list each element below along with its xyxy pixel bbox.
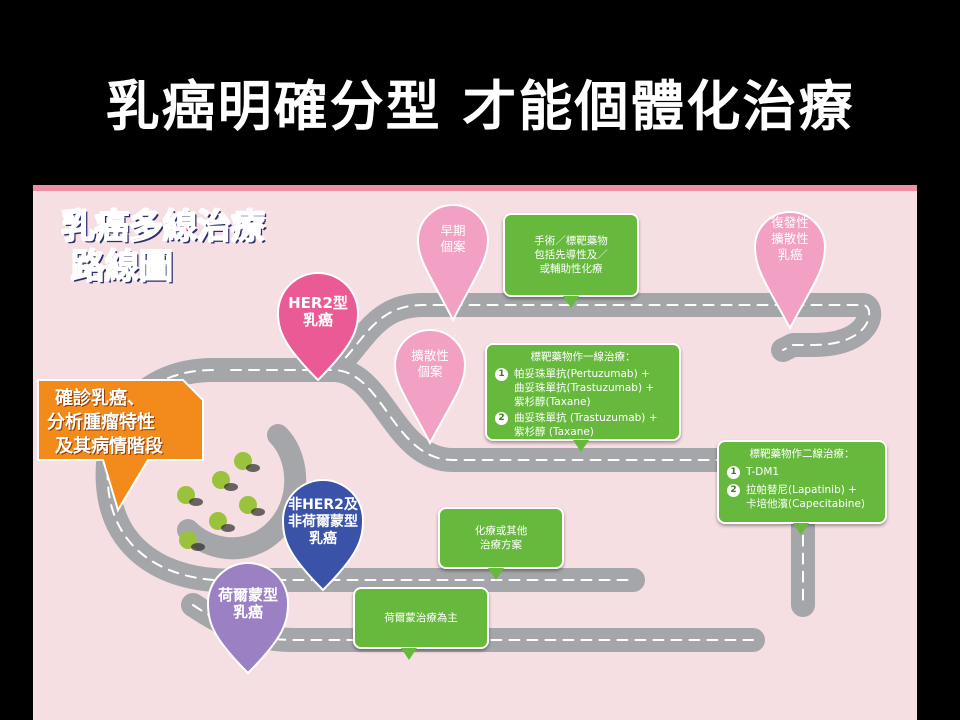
recurrent-pin [753, 211, 827, 331]
first-line-box: 標靶藥物作一線治療： 1 帕妥珠單抗(Pertuzumab) +曲妥珠單抗(Tr… [485, 343, 681, 441]
first-line-box-pointer [573, 440, 589, 452]
surgery-box-pointer [563, 296, 579, 308]
first-line-item-2: 2 曲妥珠單抗 (Trastuzumab) +紫杉醇 (Taxane) [495, 411, 671, 439]
chemo-box-pointer [488, 568, 504, 580]
tree-cluster [177, 452, 265, 551]
diagnosis-line1: 確診乳癌、 [55, 388, 145, 409]
hormone-therapy-box-pointer [401, 648, 417, 660]
road-inner-curve [177, 424, 307, 560]
recurrent-pin-label: 復發性擴散性乳癌 [771, 215, 809, 262]
surgery-box: 手術／標靶藥物 包括先導性及／ 或輔助性化療 [503, 213, 639, 297]
early-pin [416, 204, 490, 323]
hormone-therapy-box: 荷爾蒙治療為主 [353, 587, 489, 649]
diagnosis-line3: 及其病情階段 [55, 436, 163, 457]
early-pin-label: 早期個案 [440, 223, 466, 254]
diagnosis-line2: 分析腫瘤特性 [47, 412, 155, 433]
slide-title: 乳癌明確分型 才能個體化治療 [105, 75, 855, 138]
roadmap-heading: 乳癌多線治療 [60, 206, 266, 248]
her2-pin [276, 272, 360, 382]
roadmap-panel: 乳癌多線治療 路線圖 確診乳癌、 分析腫瘤特性 及其病情階段 HER2型乳癌 非… [33, 185, 917, 720]
second-line-item-1: 1 T-DM1 [727, 465, 877, 479]
road-network [37, 204, 882, 675]
metastatic-pin-label: 擴散性個案 [411, 348, 449, 379]
panel-top-border [33, 185, 917, 191]
first-line-item-1: 1 帕妥珠單抗(Pertuzumab) +曲妥珠單抗(Trastuzumab) … [495, 367, 671, 409]
hormone-pin-label: 荷爾蒙型乳癌 [217, 586, 278, 621]
second-line-box-pointer [793, 523, 809, 535]
non-her2-pin-label: 非HER2及非荷爾蒙型乳癌 [288, 497, 358, 547]
non-her2-pin [281, 479, 365, 592]
metastatic-pin [393, 329, 467, 446]
second-line-item-2: 2 拉帕替尼(Lapatinib) +卡培他濱(Capecitabine) [727, 483, 877, 511]
second-line-box: 標靶藥物作二線治療： 1 T-DM1 2 拉帕替尼(Lapatinib) +卡培… [717, 440, 887, 524]
diagnosis-arrow [37, 379, 204, 513]
hormone-pin [206, 562, 290, 675]
chemo-box: 化療或其他 治療方案 [438, 507, 564, 569]
her2-pin-label: HER2型乳癌 [288, 294, 348, 329]
roadmap-subheading: 路線圖 [70, 246, 174, 288]
